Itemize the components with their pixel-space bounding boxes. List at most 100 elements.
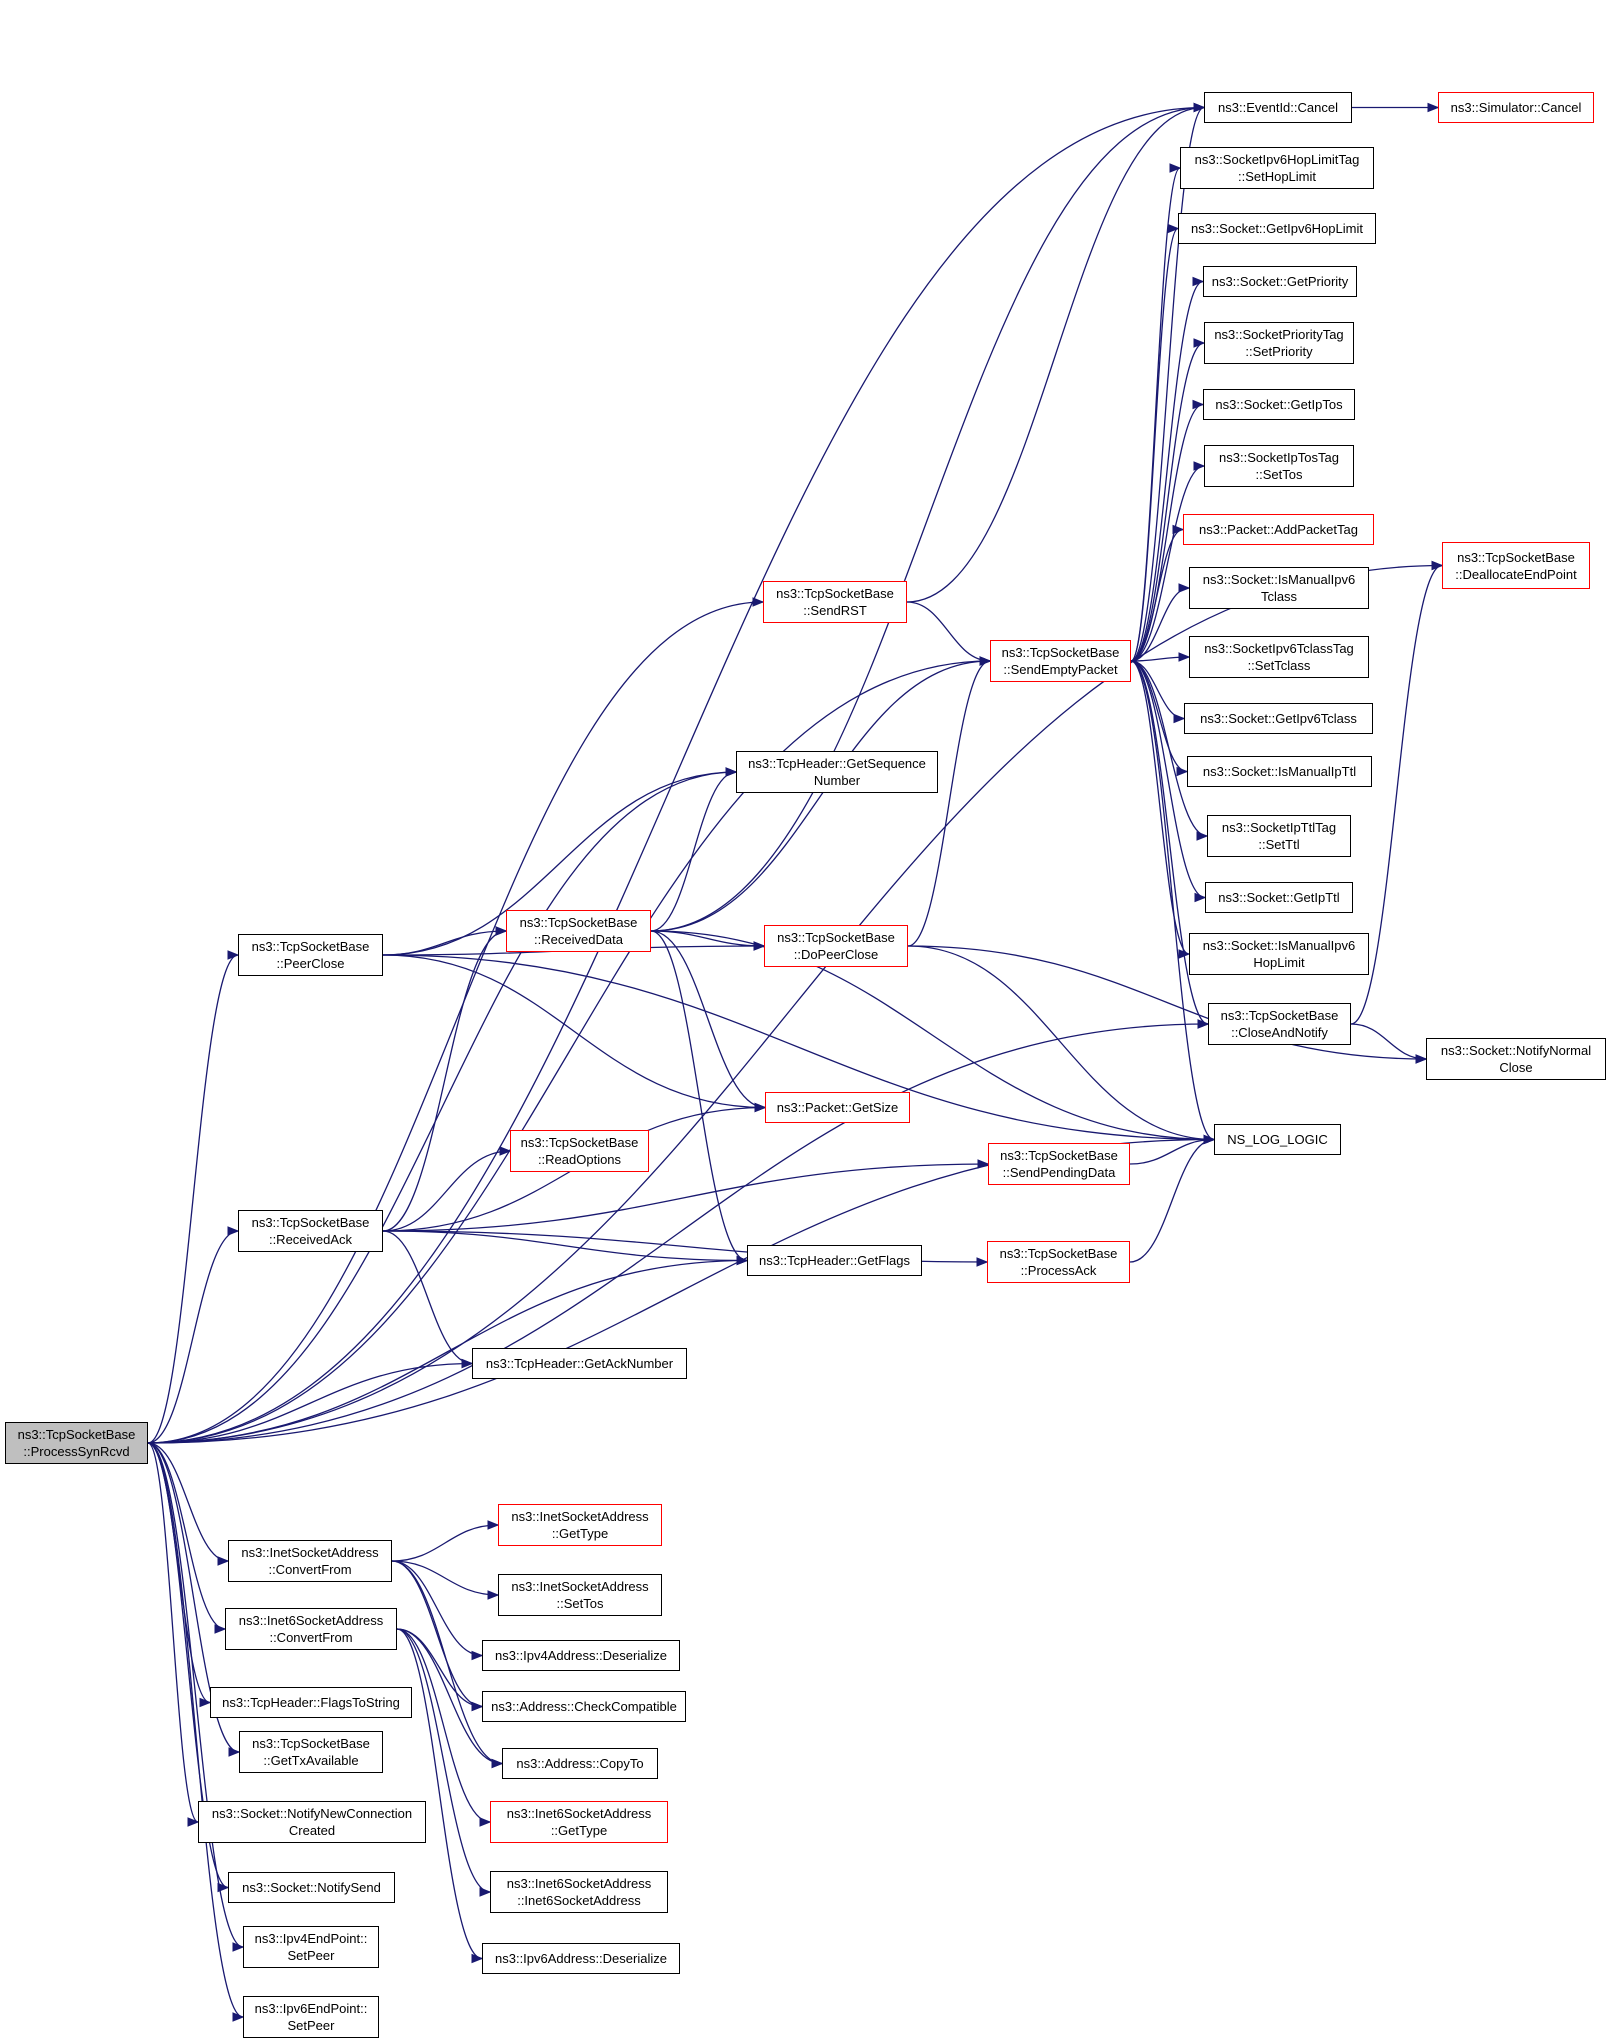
edge-receivedack-to-receiveddata (382, 930, 507, 1232)
node-receivedack[interactable]: ns3::TcpSocketBase::ReceivedAck (238, 1210, 383, 1252)
edge-inet_convertfrom-to-inet_settos (391, 1560, 499, 1596)
node-label-line: ns3::TcpHeader::FlagsToString (222, 1695, 400, 1710)
node-getiptos[interactable]: ns3::Socket::GetIpTos (1203, 389, 1355, 420)
node-ipv6-setpeer[interactable]: ns3::Ipv6EndPoint::SetPeer (243, 1996, 379, 2038)
node-label-line: ns3::Socket::GetIpv6HopLimit (1191, 221, 1363, 236)
node-label-line: ::ReceivedAck (268, 1232, 353, 1247)
edge-inet_convertfrom-to-inet_gettype (391, 1524, 499, 1562)
node-label-line: ns3::TcpHeader::GetFlags (758, 1253, 911, 1268)
node-label-line: ns3::EventId::Cancel (1218, 100, 1338, 115)
node-readoptions[interactable]: ns3::TcpSocketBase::ReadOptions (510, 1130, 649, 1172)
node-getacknumber[interactable]: ns3::TcpHeader::GetAckNumber (472, 1348, 687, 1379)
edge-arrowhead (217, 1882, 230, 1893)
node-inet6-ctor[interactable]: ns3::Inet6SocketAddress::Inet6SocketAddr… (490, 1871, 668, 1913)
node-label-line: HopLimit (1253, 955, 1305, 970)
edge-arrowhead (1178, 583, 1191, 593)
edge-arrowhead (487, 1590, 500, 1600)
node-settclass[interactable]: ns3::SocketIpv6TclassTag::SetTclass (1189, 636, 1369, 678)
node-sendrst[interactable]: ns3::TcpSocketBase::SendRST (763, 581, 907, 623)
node-label-line: ns3::TcpSocketBase (519, 915, 638, 930)
node-inet6-convertfrom[interactable]: ns3::Inet6SocketAddress::ConvertFrom (225, 1608, 397, 1650)
node-ipv4-deserialize[interactable]: ns3::Ipv4Address::Deserialize (482, 1640, 680, 1671)
node-getipv6tclass[interactable]: ns3::Socket::GetIpv6Tclass (1184, 703, 1373, 734)
node-inet-settos[interactable]: ns3::InetSocketAddress::SetTos (498, 1574, 662, 1616)
node-receiveddata[interactable]: ns3::TcpSocketBase::ReceivedData (506, 910, 651, 952)
node-getsize[interactable]: ns3::Packet::GetSize (765, 1092, 910, 1123)
edge-inet6_convertfrom-to-inet6_ctor (396, 1628, 491, 1893)
node-label-line: ::ReadOptions (537, 1152, 622, 1167)
edge-root-to-notifysend (147, 1442, 229, 1889)
node-getipttl[interactable]: ns3::Socket::GetIpTtl (1205, 882, 1353, 913)
edge-inet6_convertfrom-to-ipv6_deserialize (396, 1628, 483, 1960)
node-inet6-gettype[interactable]: ns3::Inet6SocketAddress::GetType (490, 1801, 668, 1843)
node-cancel[interactable]: ns3::EventId::Cancel (1204, 92, 1352, 123)
node-label-line: ns3::InetSocketAddress (511, 1579, 649, 1594)
edge-arrowhead (461, 1358, 474, 1369)
node-sendpending[interactable]: ns3::TcpSocketBase::SendPendingData (988, 1143, 1130, 1185)
node-processack[interactable]: ns3::TcpSocketBase::ProcessAck (987, 1241, 1130, 1283)
node-label-line: ns3::Ipv6Address::Deserialize (495, 1951, 667, 1966)
node-nslog[interactable]: NS_LOG_LOGIC (1214, 1124, 1341, 1155)
edge-arrowhead (1431, 560, 1444, 571)
node-checkcompatible[interactable]: ns3::Address::CheckCompatible (482, 1691, 686, 1722)
node-copyto[interactable]: ns3::Address::CopyTo (502, 1748, 658, 1779)
node-settos[interactable]: ns3::SocketIpTosTag::SetTos (1204, 445, 1354, 487)
edge-root-to-receivedack (147, 1230, 239, 1444)
edge-arrowhead (227, 1226, 240, 1236)
node-inet-convertfrom[interactable]: ns3::InetSocketAddress::ConvertFrom (228, 1540, 392, 1582)
node-getflags[interactable]: ns3::TcpHeader::GetFlags (747, 1245, 922, 1276)
edge-arrowhead (471, 1701, 484, 1712)
edge-root-to-inet_convertfrom (147, 1442, 229, 1562)
node-deallocate[interactable]: ns3::TcpSocketBase::DeallocateEndPoint (1442, 542, 1590, 589)
edge-arrowhead (471, 1953, 484, 1964)
edge-arrowhead (232, 1942, 245, 1952)
node-flagstostring[interactable]: ns3::TcpHeader::FlagsToString (210, 1687, 412, 1718)
edge-receiveddata-to-cancel (650, 106, 1205, 932)
node-sim-cancel[interactable]: ns3::Simulator::Cancel (1438, 92, 1594, 123)
edge-root-to-ipv6_setpeer (147, 1442, 244, 2018)
edge-arrowhead (214, 1624, 227, 1634)
edge-peerclose-to-receiveddata (382, 930, 507, 956)
edge-arrowhead (187, 1817, 200, 1827)
node-label-line: ::PeerClose (276, 956, 345, 971)
node-inet-gettype[interactable]: ns3::InetSocketAddress::GetType (498, 1504, 662, 1546)
node-getipv6hoplimit[interactable]: ns3::Socket::GetIpv6HopLimit (1178, 213, 1376, 244)
edge-arrowhead (1173, 713, 1186, 724)
node-label-line: ::CloseAndNotify (1231, 1025, 1328, 1040)
node-label-line: ns3::Inet6SocketAddress (506, 1806, 652, 1821)
node-setpriority[interactable]: ns3::SocketPriorityTag::SetPriority (1204, 322, 1354, 364)
node-addpackettag[interactable]: ns3::Packet::AddPacketTag (1183, 514, 1374, 545)
node-sethoplimit[interactable]: ns3::SocketIpv6HopLimitTag::SetHopLimit (1180, 147, 1374, 189)
edge-root-to-notifynewconn (147, 1442, 199, 1823)
edge-root-to-flagstostring (147, 1442, 211, 1704)
node-label-line: Close (1499, 1060, 1533, 1075)
edge-sendempty-to-ismanualipv6hoplimit (1130, 660, 1190, 955)
edge-arrowhead (979, 656, 992, 666)
node-ismanualipttl[interactable]: ns3::Socket::IsManualIpTtl (1187, 756, 1372, 787)
node-sendempty[interactable]: ns3::TcpSocketBase::SendEmptyPacket (990, 640, 1131, 682)
node-closeandnotify[interactable]: ns3::TcpSocketBase::CloseAndNotify (1208, 1003, 1351, 1045)
edge-closeandnotify-to-deallocate (1350, 564, 1443, 1025)
node-label-line: ns3::TcpSocketBase (251, 939, 370, 954)
node-ipv6-deserialize[interactable]: ns3::Ipv6Address::Deserialize (482, 1943, 680, 1974)
node-label-line: ns3::TcpSocketBase (1457, 549, 1575, 565)
node-notifysend[interactable]: ns3::Socket::NotifySend (228, 1872, 395, 1903)
edge-arrowhead (495, 926, 508, 936)
edge-arrowhead (1203, 1134, 1216, 1145)
node-ipv4-setpeer[interactable]: ns3::Ipv4EndPoint::SetPeer (243, 1926, 379, 1968)
node-setttl[interactable]: ns3::SocketIpTtlTag::SetTtl (1207, 815, 1351, 857)
edge-arrowhead (228, 1747, 241, 1757)
edge-arrowhead (487, 1520, 500, 1530)
node-label-line: ns3::Inet6SocketAddress (238, 1613, 384, 1628)
node-getpriority[interactable]: ns3::Socket::GetPriority (1203, 266, 1357, 297)
node-peerclose[interactable]: ns3::TcpSocketBase::PeerClose (238, 934, 383, 976)
node-gettxavailable[interactable]: ns3::TcpSocketBase::GetTxAvailable (239, 1731, 383, 1773)
node-dopeerclose[interactable]: ns3::TcpSocketBase::DoPeerClose (764, 925, 908, 967)
node-label-line: ns3::InetSocketAddress (241, 1545, 379, 1560)
node-label-line: ns3::Socket::GetIpTos (1215, 397, 1343, 412)
